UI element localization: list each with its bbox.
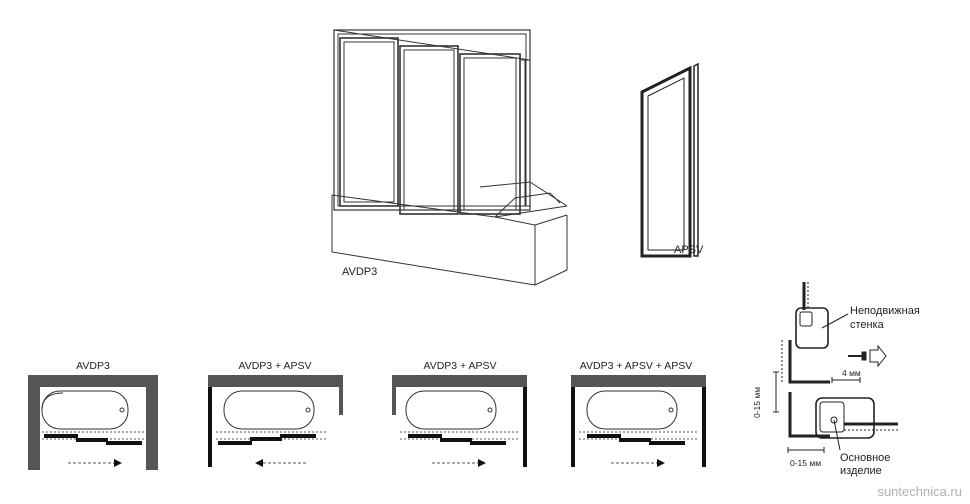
gap-4mm-label: 4 мм <box>842 368 861 378</box>
plan-2-title: AVDP3 + APSV <box>238 360 312 372</box>
apsv-product-label: APSV <box>674 244 704 256</box>
plan-2-drawing <box>208 375 343 467</box>
main-product-label: Основное изделие <box>840 452 891 477</box>
plan-3-drawing <box>392 375 527 467</box>
gap-side-label: 0-15 мм <box>752 386 762 418</box>
plan-4-title: AVDP3 + APSV + APSV <box>579 360 693 372</box>
profile-detail-drawing <box>773 282 898 453</box>
gap-bottom-label: 0-15 мм <box>790 458 822 468</box>
plan-1-title: AVDP3 <box>76 360 110 372</box>
plan-1-drawing <box>28 375 158 470</box>
apsv-panel-drawing <box>640 62 699 258</box>
plan-3-title: AVDP3 + APSV <box>423 360 497 372</box>
fixed-wall-label: Неподвижная стенка <box>850 305 920 331</box>
plan-4-drawing <box>571 375 706 467</box>
watermark: suntechnica.ru <box>877 484 962 499</box>
avdp3-isometric-drawing <box>331 29 568 286</box>
avdp3-product-label: AVDP3 <box>342 266 378 278</box>
